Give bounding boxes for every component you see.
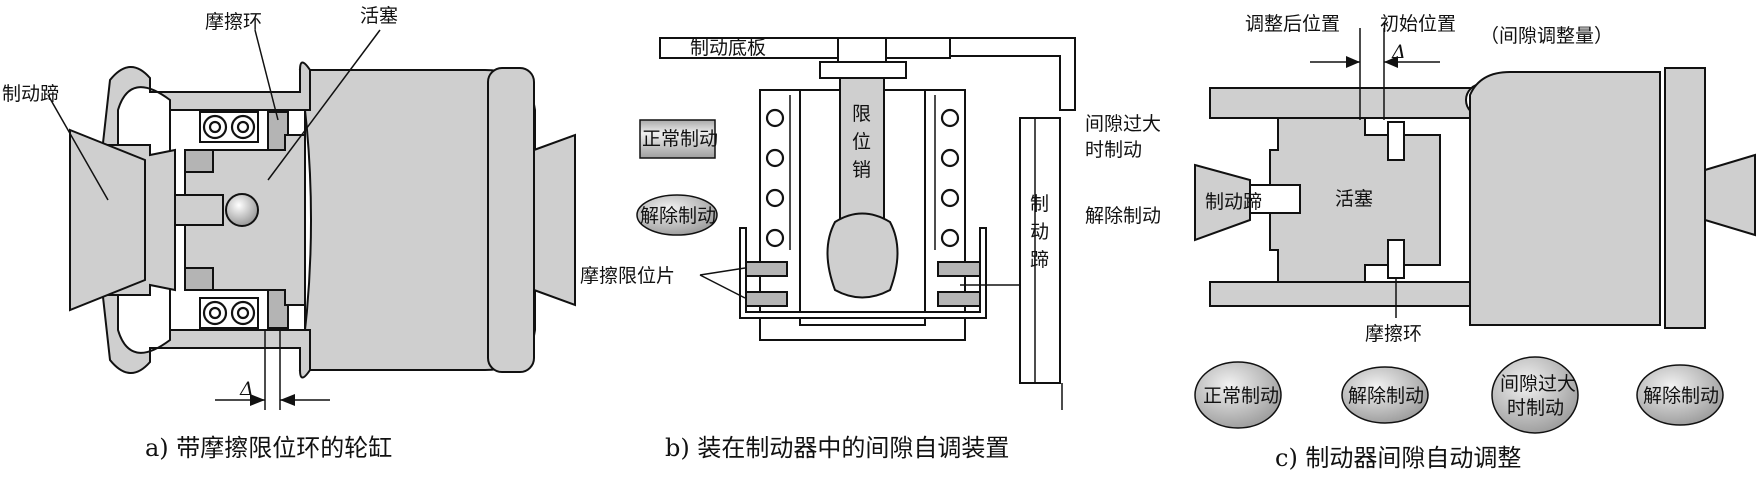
rubber-boot-bottom bbox=[98, 269, 311, 379]
limit-pin-head bbox=[837, 37, 887, 64]
brake-shoe-a-cone bbox=[69, 128, 146, 312]
state-oval-2: 解除制动 bbox=[1341, 366, 1429, 424]
label-piston-c: 活塞 bbox=[1335, 188, 1373, 210]
label-release-b: 解除制动 bbox=[1085, 205, 1161, 227]
limit-pin-channel bbox=[839, 77, 885, 229]
label-shoe-b-3: 蹄 bbox=[1030, 249, 1049, 271]
caption-b: b) 装在制动器中的间隙自调装置 bbox=[665, 434, 1009, 462]
housing-bar-top bbox=[1209, 87, 1471, 119]
label-limit-pin-1: 限 bbox=[852, 103, 871, 125]
push-rod-ball-end bbox=[225, 193, 259, 227]
label-shoe-c: 制动蹄 bbox=[1205, 191, 1262, 213]
label-limit-pin-3: 销 bbox=[852, 159, 871, 181]
friction-ring-c-top bbox=[1387, 121, 1405, 161]
label-friction-ring-a: 摩擦环 bbox=[205, 11, 262, 33]
state-release-oval bbox=[636, 194, 718, 236]
panel-b-self-adjuster: 制动底板 制 bbox=[580, 37, 1161, 462]
label-delta-c: Δ bbox=[1391, 41, 1406, 63]
label-shoe-b-2: 动 bbox=[1030, 221, 1049, 243]
limit-pin-bulb bbox=[826, 212, 899, 299]
label-brake-shoe-a: 制动蹄 bbox=[2, 83, 59, 105]
label-shoe-b-1: 制 bbox=[1030, 193, 1049, 215]
cylinder-body-c bbox=[1469, 71, 1661, 326]
svg-text:时制动: 时制动 bbox=[1507, 397, 1564, 419]
caption-c: c) 制动器间隙自动调整 bbox=[1275, 444, 1521, 472]
base-plate-bend bbox=[949, 37, 1076, 111]
spring-coils-bottom bbox=[199, 297, 259, 329]
brake-shoe-c-rod bbox=[1249, 184, 1301, 214]
friction-stop-right-1 bbox=[937, 261, 984, 277]
friction-stop-left-2 bbox=[741, 291, 788, 307]
state-normal-label: 正常制动 bbox=[642, 128, 718, 150]
housing-bar-bottom bbox=[1209, 281, 1471, 307]
piston-seal-bottom bbox=[184, 267, 214, 291]
rubber-boot-top bbox=[98, 61, 311, 171]
brake-shoe-c bbox=[1194, 163, 1251, 242]
state-oval-1: 正常制动 bbox=[1194, 361, 1282, 429]
label-limit-pin-2: 位 bbox=[852, 131, 871, 153]
state-release-label: 解除制动 bbox=[640, 205, 716, 227]
limit-pin-collar bbox=[819, 61, 907, 79]
bleed-nozzle-c bbox=[1704, 153, 1756, 237]
spring-right bbox=[924, 95, 960, 250]
svg-text:解除制动: 解除制动 bbox=[1643, 385, 1719, 407]
label-adjusted-pos: 调整后位置 bbox=[1245, 13, 1340, 35]
cylinder-end-cap bbox=[487, 67, 535, 373]
caption-a: a) 带摩擦限位环的轮缸 bbox=[145, 434, 392, 462]
brake-shoe-b bbox=[1019, 117, 1061, 384]
friction-stop-left-1 bbox=[741, 261, 788, 277]
label-initial-pos: 初始位置 bbox=[1380, 13, 1456, 35]
panel-a-wheel-cylinder: 摩擦环 活塞 制动蹄 Δ a) 带摩擦限位环的轮缸 bbox=[2, 5, 576, 462]
label-excess-gap-1: 间隙过大 bbox=[1085, 113, 1161, 135]
label-excess-gap-2: 时制动 bbox=[1085, 139, 1142, 161]
label-delta-a: Δ bbox=[239, 378, 254, 400]
spring-left bbox=[765, 95, 801, 250]
spring-coils-top bbox=[199, 111, 259, 143]
svg-text:间隙过大: 间隙过大 bbox=[1500, 373, 1576, 395]
friction-ring-c-bottom bbox=[1387, 239, 1405, 279]
push-rod bbox=[174, 194, 224, 226]
state-oval-4: 解除制动 bbox=[1636, 364, 1724, 426]
label-friction-ring-c: 摩擦环 bbox=[1365, 323, 1422, 345]
cylinder-right-nozzle bbox=[533, 133, 576, 307]
cylinder-flange-c bbox=[1664, 67, 1706, 329]
label-base-plate: 制动底板 bbox=[690, 37, 766, 59]
friction-stop-right-2 bbox=[937, 291, 984, 307]
state-normal-box bbox=[639, 119, 716, 159]
svg-text:正常制动: 正常制动 bbox=[1203, 385, 1279, 407]
label-gap-amount: （间隙调整量） bbox=[1480, 25, 1613, 47]
label-friction-stop: 摩擦限位片 bbox=[580, 265, 675, 287]
panel-c-gap-adjust: 制动蹄 活塞 调整后位置 初始位置 Δ （间隙调整量） 摩擦环 正常制动 解除制… bbox=[1194, 13, 1756, 472]
piston-seal-top bbox=[184, 149, 214, 173]
svg-text:解除制动: 解除制动 bbox=[1348, 385, 1424, 407]
state-oval-3: 间隙过大 时制动 bbox=[1491, 356, 1579, 434]
label-piston-a: 活塞 bbox=[360, 5, 398, 27]
